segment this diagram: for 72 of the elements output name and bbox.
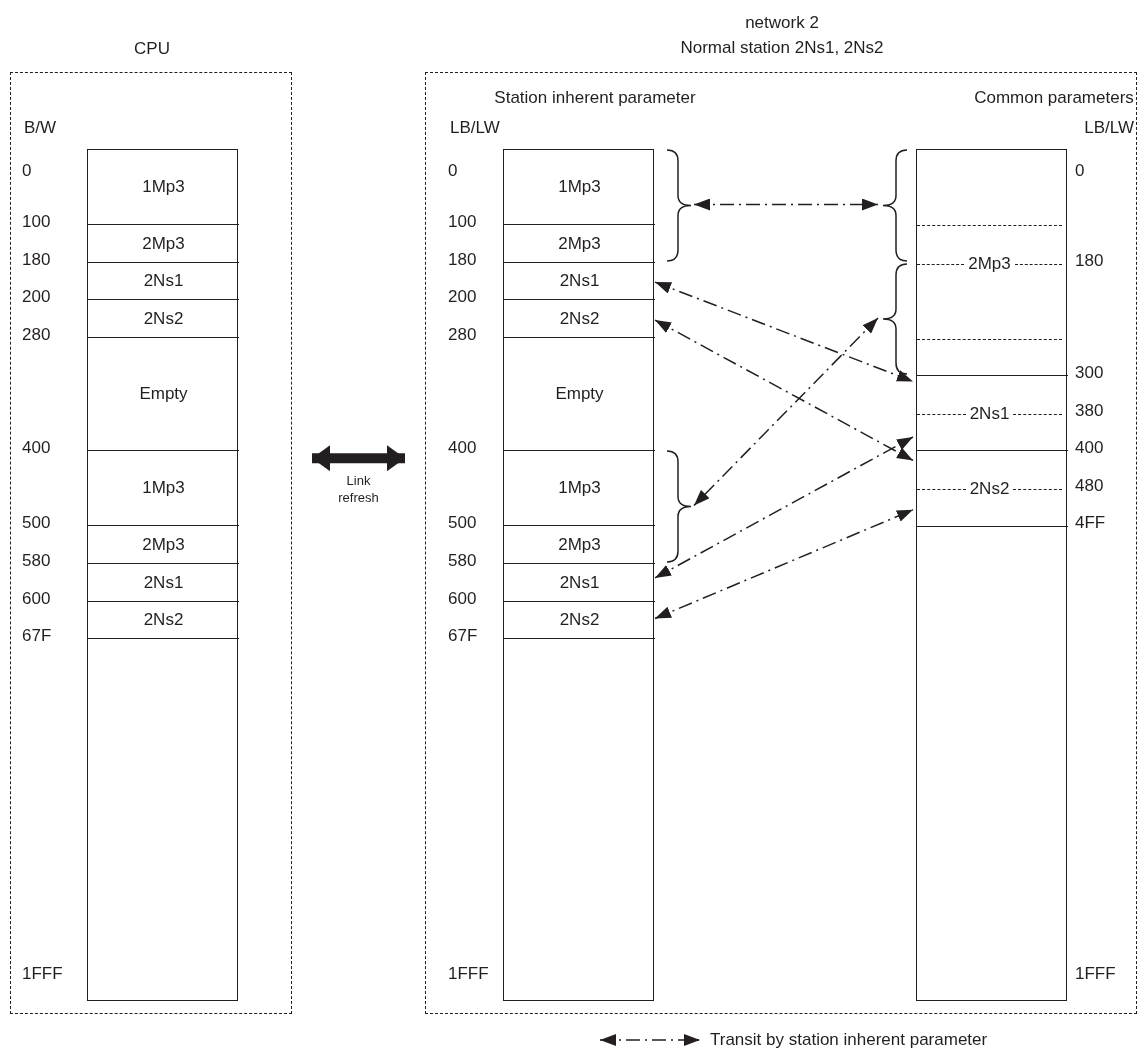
segment-label: 2Ns1 [143,271,184,291]
address-label: 4FF [1075,513,1106,534]
double-arrow [312,445,405,472]
address-heading: LB/LW [450,118,501,139]
address-heading: Normal station 2Ns1, 2Ns2 [679,38,885,59]
double-arrow [654,319,914,462]
edge-label: Link refresh [337,472,380,507]
address-label: 400 [448,438,477,459]
address-label: 67F [22,626,52,647]
curly-brace [881,263,909,375]
curly-brace [665,149,693,262]
segment-label: Empty [139,384,188,404]
segment-label: Empty [555,384,604,404]
double-arrow [654,281,914,383]
segment-label: 2Mp3 [142,534,185,555]
double-arrow [693,198,879,211]
segment-label: 2Mp3 [558,534,601,555]
address-label: 180 [1075,251,1104,272]
address-label: 600 [448,589,477,610]
address-label: 0 [448,161,458,182]
address-label: 300 [1075,363,1104,384]
heading: network 2 [744,13,820,34]
address-label: 280 [22,325,51,346]
segment-label: 2Ns1 [968,404,1011,424]
segment-label: 1Mp3 [558,177,601,197]
segment-label: 2Ns2 [559,610,600,630]
segment-label: 1Mp3 [558,478,601,498]
segment-label: 1Mp3 [142,478,185,498]
heading: B/W [24,118,58,139]
address-label: 100 [448,212,477,233]
segment-label: 2Ns2 [559,308,600,329]
heading: Common parameters [973,88,1135,109]
address-label: 400 [1075,438,1104,459]
curly-brace [665,450,693,563]
address-heading: LB/LW [1083,118,1134,139]
heading: CPU [133,39,171,60]
segment-label: 2Ns2 [143,610,184,630]
segment-label: 2Mp3 [967,254,1012,274]
curly-brace [881,149,909,262]
segment-label: 1Mp3 [142,177,185,197]
address-label: 500 [22,513,51,534]
segment-label: 2Ns2 [968,479,1011,499]
address-label: 0 [22,161,32,182]
address-label: 67F [448,626,478,647]
address-label: 0 [1075,161,1085,182]
address-label: 200 [22,287,51,308]
legend-label: Transit by station inherent parameter [710,1030,988,1050]
address-label: 280 [448,325,477,346]
address-label: 100 [22,212,51,233]
segment-label: 2Ns1 [559,271,600,291]
segment-label: 2Mp3 [142,233,185,254]
address-label: 180 [448,250,477,271]
address-label: 200 [448,287,477,308]
address-label: 1FFF [1075,964,1116,985]
segment-label: 2Ns1 [143,572,184,593]
address-label: 1FFF [22,964,63,985]
address-label: 580 [22,551,51,572]
segment-label: 2Mp3 [558,233,601,254]
address-label: 400 [22,438,51,459]
address-label: 580 [448,551,477,572]
double-arrow [654,509,914,620]
address-label: 500 [448,513,477,534]
segment-label: 2Ns1 [559,572,600,593]
double-arrow [654,436,914,579]
segment-label: 2Ns2 [143,308,184,329]
address-label: 1FFF [448,964,489,985]
heading: Station inherent parameter [493,88,697,109]
address-label: 180 [22,250,51,271]
double-arrow [693,317,879,507]
address-label: 380 [1075,401,1104,422]
address-label: 480 [1075,476,1104,497]
address-label: 600 [22,589,51,610]
